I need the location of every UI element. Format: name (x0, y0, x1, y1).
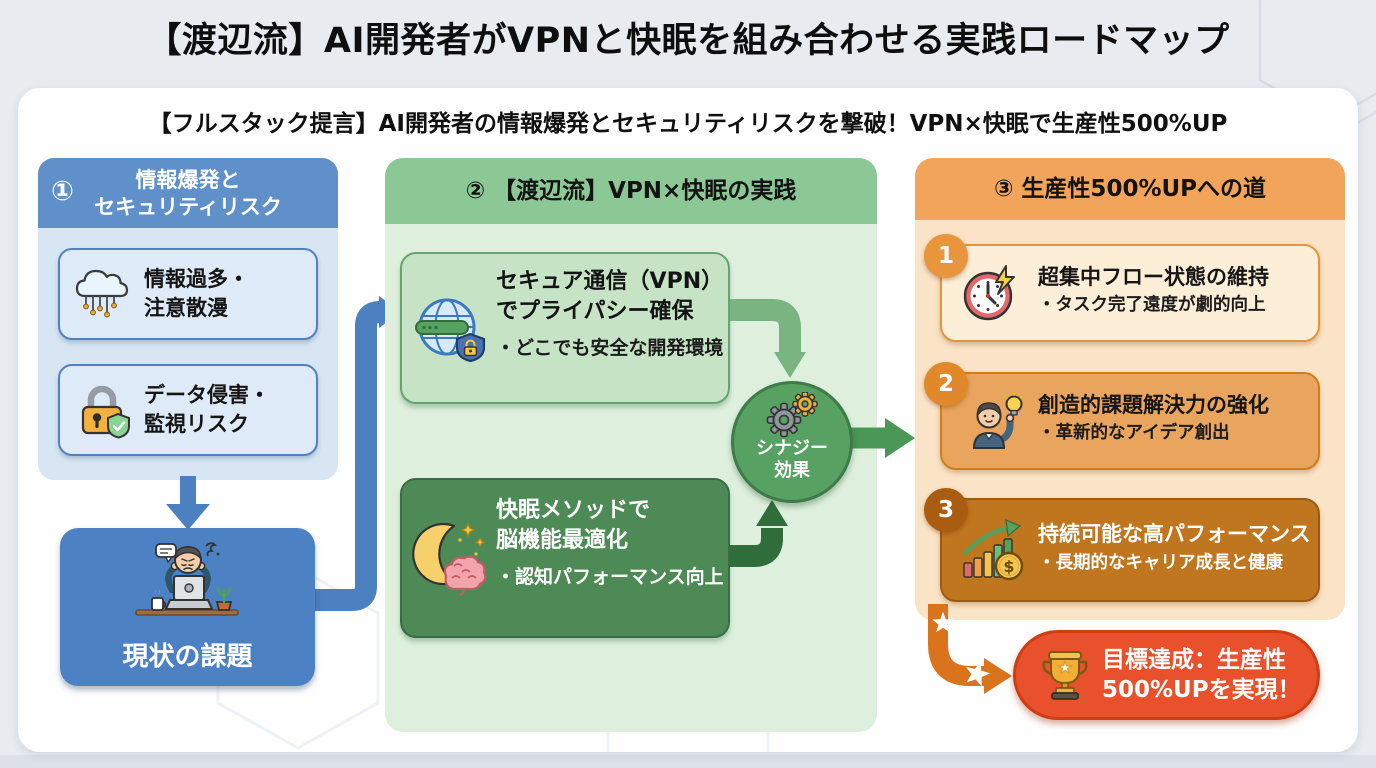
sleep-card-title-line2: 脳機能最適化 (496, 528, 629, 553)
outcome-item-sustainability: $ 持続可能な高パフォーマンス ・長期的なキャリア成長と健康 (940, 498, 1320, 602)
data-breach-text: データ侵害・ 監視リスク (144, 383, 270, 436)
problem-panel: ① 情報爆発と セキュリティリスク 情報過多・ (38, 158, 338, 480)
outcome-item-creativity-bullet: ・革新的なアイデア創出 (1038, 423, 1230, 443)
problem-title-line1: 情報爆発と (135, 168, 241, 192)
globe-shield-icon (415, 298, 486, 363)
outcome-item-sustainability-title: 持続可能な高パフォーマンス (1038, 522, 1311, 546)
bottom-strip (0, 755, 1376, 768)
svg-text:$: $ (1003, 557, 1014, 576)
synergy-label: シナジー 効果 (756, 438, 828, 481)
moon-brain-icon (412, 522, 487, 596)
outcome-item-flow-title: 超集中フロー状態の維持 (1038, 265, 1269, 289)
trophy-icon (1042, 651, 1088, 700)
cloud-network-icon (75, 269, 129, 318)
vpn-card-bullet: ・どこでも安全な開発環境 (496, 337, 724, 359)
goal-box: 目標達成：生産性 500%UPを実現！ (1013, 630, 1320, 720)
practice-panel-header: ② 【渡辺流】VPN×快眠の実践 (385, 158, 877, 224)
outcome-item-creativity-title: 創造的課題解決力の強化 (1038, 393, 1269, 417)
outcome-item-creativity: 創造的課題解決力の強化 ・革新的なアイデア創出 (940, 372, 1320, 470)
current-state-box: 現状の課題 (60, 528, 315, 686)
data-breach-card: データ侵害・ 監視リスク (58, 364, 318, 456)
info-overload-text: 情報過多・ 注意散漫 (144, 267, 249, 320)
clock-lightning-icon (963, 265, 1015, 321)
badge-2: 2 (924, 362, 968, 406)
vpn-card-title-line2: でプライパシー確保 (496, 299, 694, 324)
sleep-card-bullet: ・認知パフォーマンス向上 (496, 566, 724, 588)
outcome-item-flow: 超集中フロー状態の維持 ・タスク完了遠度が劇的向上 (940, 244, 1320, 342)
stressed-developer-icon (135, 542, 239, 616)
problem-panel-header: ① 情報爆発と セキュリティリスク (38, 158, 338, 228)
page-title: 【渡辺流】AI開発者がVPNと快眠を組み合わせる実践ロードマップ (146, 21, 1230, 61)
step-1-number: ① (51, 176, 74, 207)
outcome-item-sustainability-bullet: ・長期的なキャリア成長と健康 (1038, 553, 1283, 573)
lock-shield-icon (81, 385, 130, 439)
outcome-item-flow-bullet: ・タスク完了遠度が劇的向上 (1038, 295, 1266, 315)
current-state-label: 現状の課題 (122, 642, 253, 672)
person-idea-icon (972, 391, 1025, 449)
sleep-card-title-line1: 快眠メソッドで (496, 498, 651, 523)
sleep-card-text: 快眠メソッドで 脳機能最適化 ・認知パフォーマンス向上 (496, 496, 724, 590)
gears-icon (766, 392, 818, 438)
outcome-panel-header: ③ 生産性500%UPへの道 (915, 158, 1345, 220)
badge-3: 3 (924, 488, 968, 532)
vpn-card-text: セキュア通信（VPN） でプライパシー確保 ・どこでも安全な開発環境 (496, 267, 724, 361)
goal-text: 目標達成：生産性 500%UPを実現！ (1102, 647, 1301, 703)
info-overload-card: 情報過多・ 注意散漫 (58, 248, 318, 340)
growth-chart-icon: $ (962, 519, 1024, 581)
subtitle: 【フルスタック提言】AI開発者の情報爆発とセキュリティリスクを撃破！VPN×快眠… (148, 111, 1228, 137)
vpn-card-title-line1: セキュア通信（VPN） (496, 269, 724, 294)
synergy-circle: シナジー 効果 (731, 381, 853, 503)
badge-1: 1 (924, 234, 968, 278)
vpn-card: セキュア通信（VPN） でプライパシー確保 ・どこでも安全な開発環境 (400, 252, 730, 404)
sleep-card: 快眠メソッドで 脳機能最適化 ・認知パフォーマンス向上 (400, 478, 730, 638)
problem-title-line2: セキュリティリスク (94, 195, 282, 219)
